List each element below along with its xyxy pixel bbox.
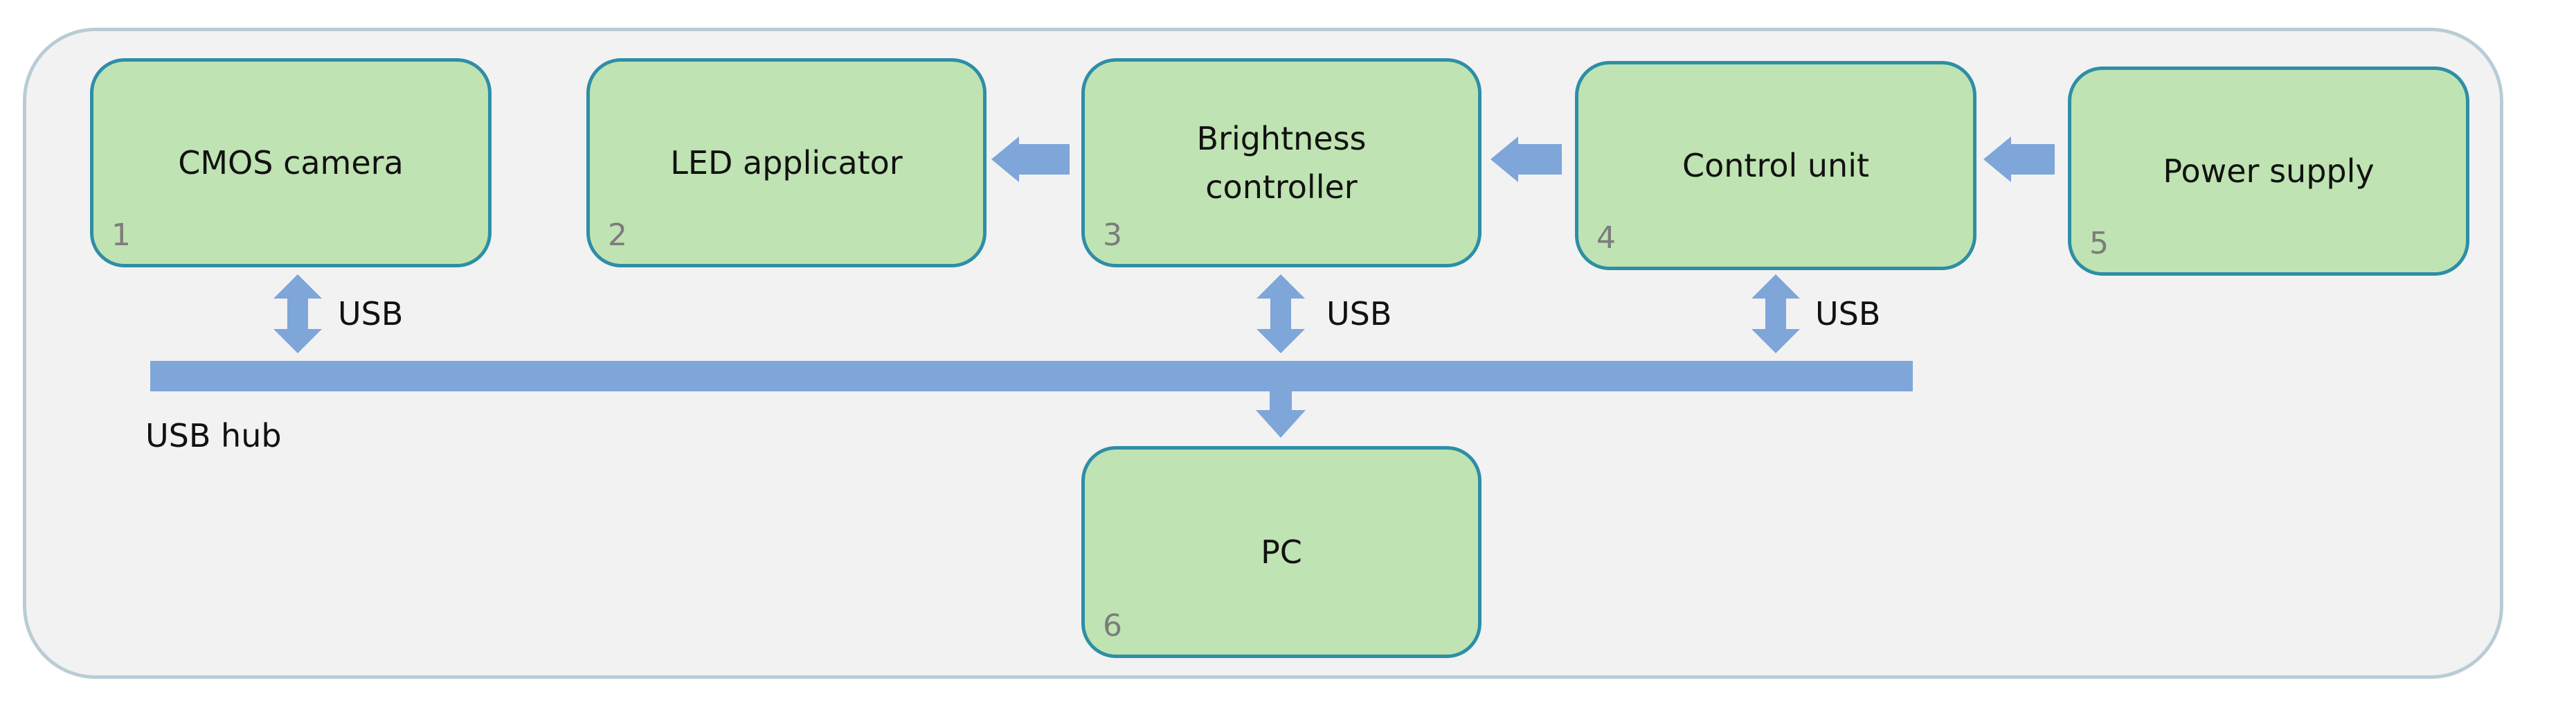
block-brightness-controller: Brightness controller 3	[1081, 58, 1481, 267]
usb-hub-bar	[150, 361, 1913, 391]
usb-label-camera: USB	[338, 295, 404, 332]
block-number: 6	[1103, 608, 1122, 644]
block-label: Control unit	[1682, 147, 1870, 184]
arrow-control-to-brightness	[1490, 136, 1562, 182]
block-pc: PC 6	[1081, 446, 1481, 658]
block-cmos-camera: CMOS camera 1	[90, 58, 492, 267]
usb-label-control: USB	[1815, 295, 1881, 332]
arrow-brightness-to-led	[991, 136, 1070, 182]
block-label: PC	[1261, 533, 1302, 571]
usb-arrow-camera-hub	[273, 274, 322, 353]
block-label: LED applicator	[670, 144, 903, 181]
usb-arrow-control-hub	[1751, 274, 1800, 353]
block-number: 2	[608, 218, 627, 253]
block-control-unit: Control unit 4	[1575, 61, 1976, 270]
block-number: 4	[1596, 220, 1616, 256]
block-power-supply: Power supply 5	[2068, 66, 2469, 276]
usb-hub-label: USB hub	[145, 417, 282, 454]
block-label: CMOS camera	[178, 144, 404, 181]
block-label: Brightness controller	[1196, 120, 1367, 206]
block-led-applicator: LED applicator 2	[586, 58, 987, 267]
arrow-hub-to-pc	[1256, 387, 1306, 438]
block-number: 3	[1103, 218, 1122, 253]
usb-arrow-brightness-hub	[1257, 274, 1305, 353]
usb-label-brightness: USB	[1326, 295, 1392, 332]
block-number: 1	[111, 218, 131, 253]
arrow-power-to-control	[1983, 136, 2055, 182]
block-number: 5	[2089, 226, 2109, 261]
block-label: Power supply	[2163, 152, 2375, 190]
